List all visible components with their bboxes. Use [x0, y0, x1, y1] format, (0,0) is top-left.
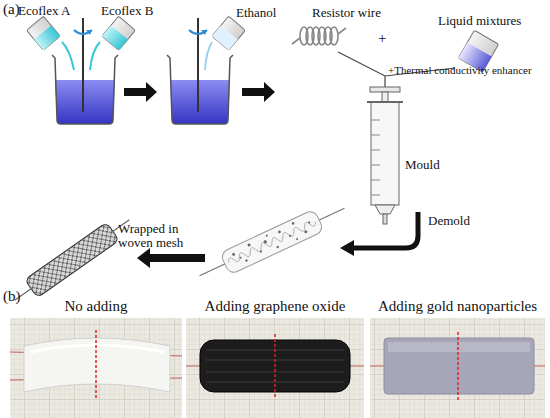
panel-label: (a) — [3, 1, 20, 18]
sample-photo: Adding gold nanoparticles — [370, 297, 545, 418]
beaker-liquid — [170, 80, 230, 124]
stir-arrow — [74, 30, 92, 34]
sample-heading: Adding graphene oxide — [186, 297, 364, 315]
sample-photo: Adding graphene oxide — [186, 297, 364, 418]
stir-rod — [82, 18, 84, 112]
panel-label: (b) — [3, 288, 21, 305]
stir-arrow — [189, 30, 207, 34]
pour-cup — [27, 16, 61, 50]
material-label: Ecoflex B — [101, 4, 153, 18]
beaker — [167, 55, 233, 124]
component-label: Resistor wire — [312, 6, 381, 20]
material-label: Liquid mixtures — [438, 14, 521, 28]
stir-rod — [197, 18, 199, 112]
pour-stream — [90, 42, 100, 70]
material-label: Ethanol — [236, 6, 276, 20]
pour-stream — [62, 42, 74, 70]
photo-graphene-oxide — [186, 318, 364, 418]
pour-stream — [205, 42, 212, 70]
demold-arrow — [340, 240, 354, 256]
resistor-coil — [292, 27, 346, 45]
mesh-tube — [8, 211, 135, 309]
plus-sign: + — [378, 30, 386, 47]
photo-gold-nanoparticles — [370, 318, 545, 418]
material-label: Ecoflex A — [18, 4, 70, 18]
stir-arrow — [201, 30, 207, 35]
step-label: Wrapped in woven mesh — [118, 222, 190, 251]
beaker — [52, 55, 118, 124]
process-arrow — [137, 248, 205, 268]
additive-label: +Thermal conductivity enhancer — [388, 64, 532, 76]
sample-photo: No adding — [10, 297, 182, 418]
sample-heading: Adding gold nanoparticles — [370, 297, 545, 315]
pour-cup — [212, 16, 246, 50]
process-arrow — [242, 82, 275, 102]
pour-cup — [102, 16, 136, 50]
sample-heading: No adding — [10, 297, 182, 315]
demold-arrow — [352, 212, 418, 248]
mould-label: Mould — [405, 158, 440, 172]
process-arrow — [124, 82, 157, 102]
stir-arrow — [86, 30, 92, 35]
heater-tube — [194, 197, 349, 286]
beaker-liquid — [55, 80, 115, 124]
syringe-mould — [367, 87, 403, 224]
step-label: Demold — [428, 214, 470, 228]
photo-no-adding — [10, 318, 182, 418]
